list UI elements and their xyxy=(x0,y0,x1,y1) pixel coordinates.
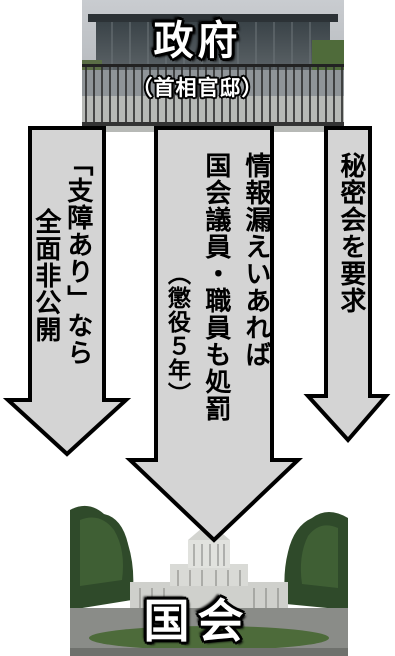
center-arrow-text-line1: 情報漏えいあれば xyxy=(240,152,271,368)
center-arrow xyxy=(125,126,303,543)
left-arrow-text-line2: 全面非公開 xyxy=(30,208,61,343)
government-subtitle: （首相官邸） xyxy=(131,76,264,100)
right-arrow xyxy=(303,126,391,444)
left-arrow-text-line1: 「支障あり」なら xyxy=(62,150,93,366)
center-arrow-text-line3: （懲役５年） xyxy=(163,262,190,406)
diet-title: 国会 xyxy=(143,594,252,648)
government-title: 政府 xyxy=(153,18,242,64)
center-arrow-text-line2: 国会議員・職員も処罰 xyxy=(200,152,231,422)
left-arrow xyxy=(2,126,132,457)
right-arrow-text: 秘密会を要求 xyxy=(335,152,366,314)
prime-ministers-office-photo xyxy=(82,0,344,132)
